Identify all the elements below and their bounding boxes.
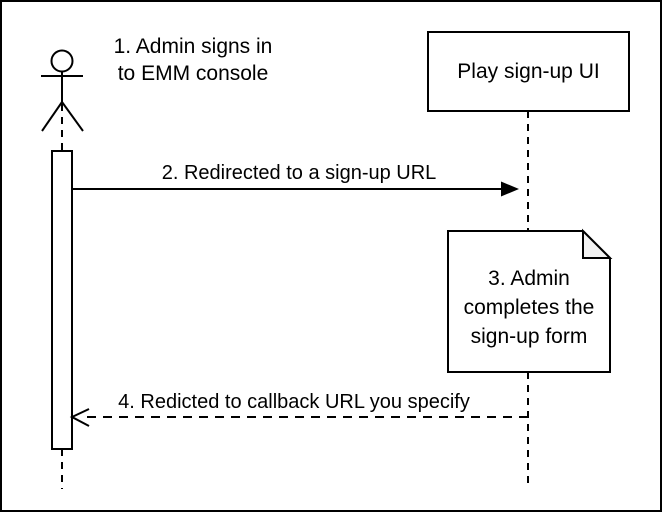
callback-arrowhead-icon [69,408,90,427]
actor-label-line1: 1. Admin signs in [113,35,273,58]
playui-box-label: Play sign-up UI [457,59,600,83]
actor-label: 1. Admin signs in to EMM console [98,33,288,87]
note-body [447,230,611,373]
note-fold-icon [582,228,613,259]
actor-right-leg [61,101,84,132]
actor-label-line2: to EMM console [117,62,269,85]
callback-arrow [69,408,528,427]
note-label-line3: sign-up form [470,325,588,348]
actor-icon [41,49,84,132]
note-label: 3. Admin completes the sign-up form [449,232,609,371]
actor-left-leg [41,101,63,132]
admin-activation-bar [51,150,73,450]
playui-box [427,31,630,112]
note-label-line2: completes the [463,296,595,319]
note-label-line1: 3. Admin [488,267,570,290]
callback-message-label: 4. Redicted to callback URL you specify [118,391,470,413]
note-shape [447,228,613,373]
redirect-arrow [72,181,519,197]
redirect-arrowhead-icon [501,181,519,197]
redirect-message-label: 2. Redirected to a sign-up URL [161,162,437,184]
actor-head [50,49,74,73]
